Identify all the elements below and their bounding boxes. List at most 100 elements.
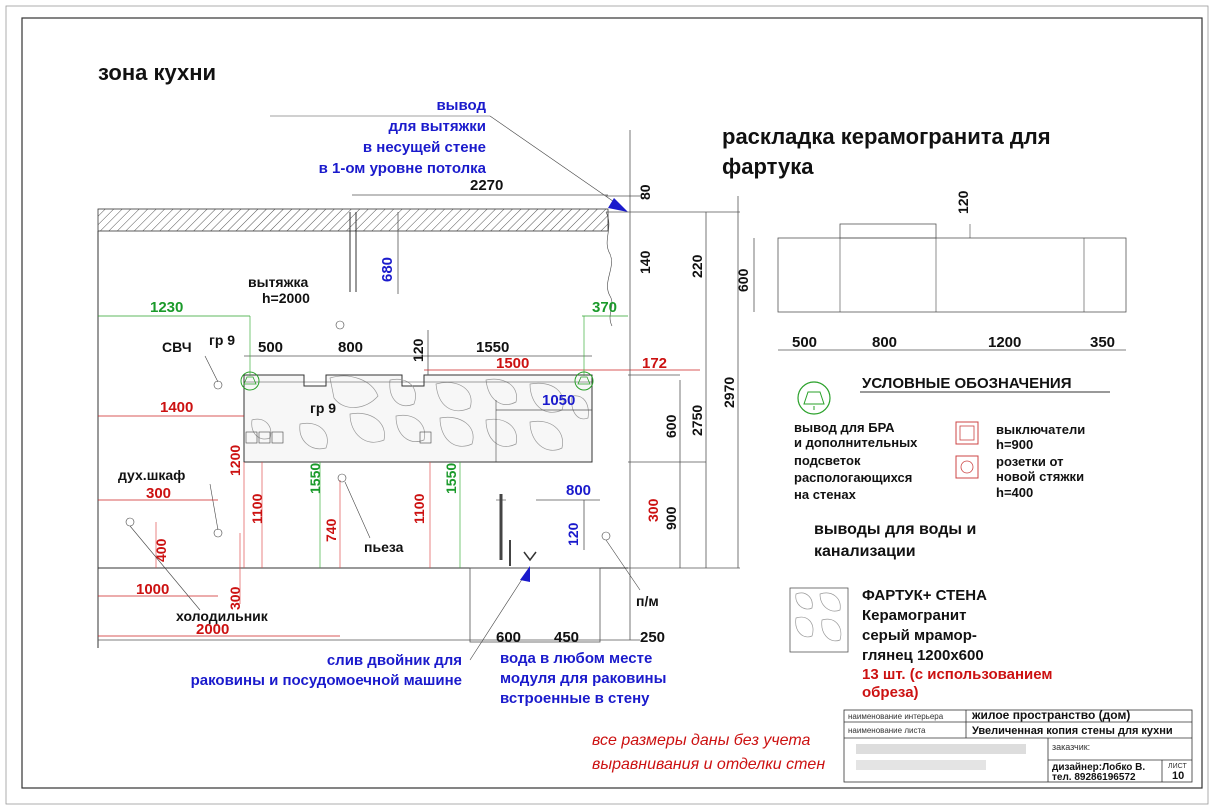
dim-300a: 300 [146,485,171,502]
oven-socket-icon [213,528,223,538]
material-qty-line-1: 13 шт. (с использованием [862,666,1053,683]
microwave-leader [204,355,219,383]
dim-300c: 300 [645,498,661,522]
piezo-label: пьеза [364,539,404,555]
outer-frame [5,5,1209,805]
dim-600-bottom: 600 [496,629,521,646]
tile-layout-title-1: раскладка керамогранита для [722,124,1051,149]
tile-dim-350: 350 [1090,334,1115,351]
apron-outline [243,374,593,463]
dim-2270: 2270 [470,177,503,194]
legend-bra-line-4: распологающихся [794,470,912,485]
switch-icon [245,431,258,444]
switch-icon [258,431,271,444]
microwave-socket-icon [213,380,223,390]
dim-2000: 2000 [196,621,229,638]
water-note-line-3: встроенные в стену [500,690,650,707]
tile-dim-600: 600 [735,268,751,292]
inner-frame [21,17,1203,789]
dim-800-water: 800 [566,482,591,499]
material-line-1: ФАРТУК+ СТЕНА [862,587,987,604]
blurred-customer-info [856,760,986,770]
dim-680: 680 [379,257,396,282]
hood-outlet-line-2: для вытяжки [389,118,486,135]
legend-title: УСЛОВНЫЕ ОБОЗНАЧЕНИЯ [862,375,1071,392]
drain-note-line-2: раковины и посудомоечной машине [191,672,462,689]
ceiling-slab [97,208,609,232]
legend-bra-line-5: на стенах [794,487,857,502]
title-block: наименование интерьера жилое пространств… [843,708,1193,783]
hood-outlet-line-3: в несущей стене [363,139,486,156]
fridge-leader [129,525,201,611]
material-stone-pattern [795,592,842,642]
group-9-label-a: гр 9 [209,332,235,348]
legend-bra-line-3: подсветок [794,453,861,468]
oven-label: дух.шкаф [118,467,185,483]
tb-value-sheet: Увеличенная копия стены для кухни [972,725,1173,737]
kitchen-zone-title: зона кухни [98,60,216,85]
dim-1550a: 1550 [307,463,323,494]
legend-water-line-1: выводы для воды и [814,521,976,538]
legend-bra-icon [797,381,831,415]
dim-1230: 1230 [150,299,183,316]
switch-icon [271,431,284,444]
tb-phone: тел. 89286196572 [1052,772,1136,783]
hood-leader-line [489,115,621,207]
blurred-customer-name [856,744,1026,754]
dim-450: 450 [554,629,579,646]
dim-1550: 1550 [476,339,509,356]
dim-2750: 2750 [689,405,705,436]
apron-switches [245,431,432,444]
material-line-2: Керамогранит [862,607,966,624]
dim-1500: 1500 [496,355,529,372]
material-line-3: серый мрамор- [862,627,977,644]
piezo-leader [344,481,371,539]
tile-dim-800: 800 [872,334,897,351]
dim-220: 220 [689,254,705,278]
dim-500: 500 [258,339,283,356]
oven-leader [209,483,219,531]
legend-bra-line-2: и дополнительных [794,435,918,450]
tb-label-sheet: наименование листа [848,726,926,735]
tile-dim-1200: 1200 [988,334,1021,351]
wall-break-line [605,211,613,327]
dishwasher-socket-icon [601,531,611,541]
dim-2970: 2970 [721,377,737,408]
bra-icon [240,371,260,391]
group-9-label-b: гр 9 [310,400,336,416]
dim-120a: 120 [410,338,426,362]
legend-switch-icon [955,421,979,445]
dim-740: 740 [323,518,339,542]
hood-outlet-line-4: в 1-ом уровне потолка [319,160,487,177]
dim-900: 900 [663,506,679,530]
tile-layout-outline [777,237,1127,313]
material-swatch [789,587,849,653]
legend-socket-line-2: новой стяжки [996,469,1084,484]
hood-label: вытяжка [248,274,309,290]
piezo-socket-icon [337,473,347,483]
dim-1400: 1400 [160,399,193,416]
drain-note-line-1: слив двойник для [327,652,462,669]
dim-600-apron: 600 [663,414,679,438]
hood-outlet-line-1: вывод [436,97,486,114]
dim-1100b: 1100 [411,493,427,524]
tb-label-customer: заказчик: [1052,742,1090,752]
legend-bra-line-1: вывод для БРА [794,420,895,435]
legend-socket-line-3: h=400 [996,485,1033,500]
dim-1050: 1050 [542,392,575,409]
hood-socket-icon [335,320,345,330]
dishwasher-label: п/м [636,593,659,609]
dim-1550b: 1550 [443,463,459,494]
hood-height-label: h=2000 [262,290,310,306]
tb-label-interior: наименование интерьера [848,712,944,721]
tile-dim-120: 120 [955,190,971,214]
switch-icon [419,431,432,444]
footnote-line-1: все размеры даны без учета [592,732,811,749]
dim-400: 400 [153,538,169,562]
tile-top-strip [839,223,937,239]
legend-water-line-2: канализации [814,543,916,560]
legend-switch-line-1: выключатели [996,422,1085,437]
dim-370: 370 [592,299,617,316]
tb-designer: дизайнер:Лобко В. [1052,761,1145,773]
tile-layout-diagram: 120 600 500 800 1200 350 [735,190,1127,351]
